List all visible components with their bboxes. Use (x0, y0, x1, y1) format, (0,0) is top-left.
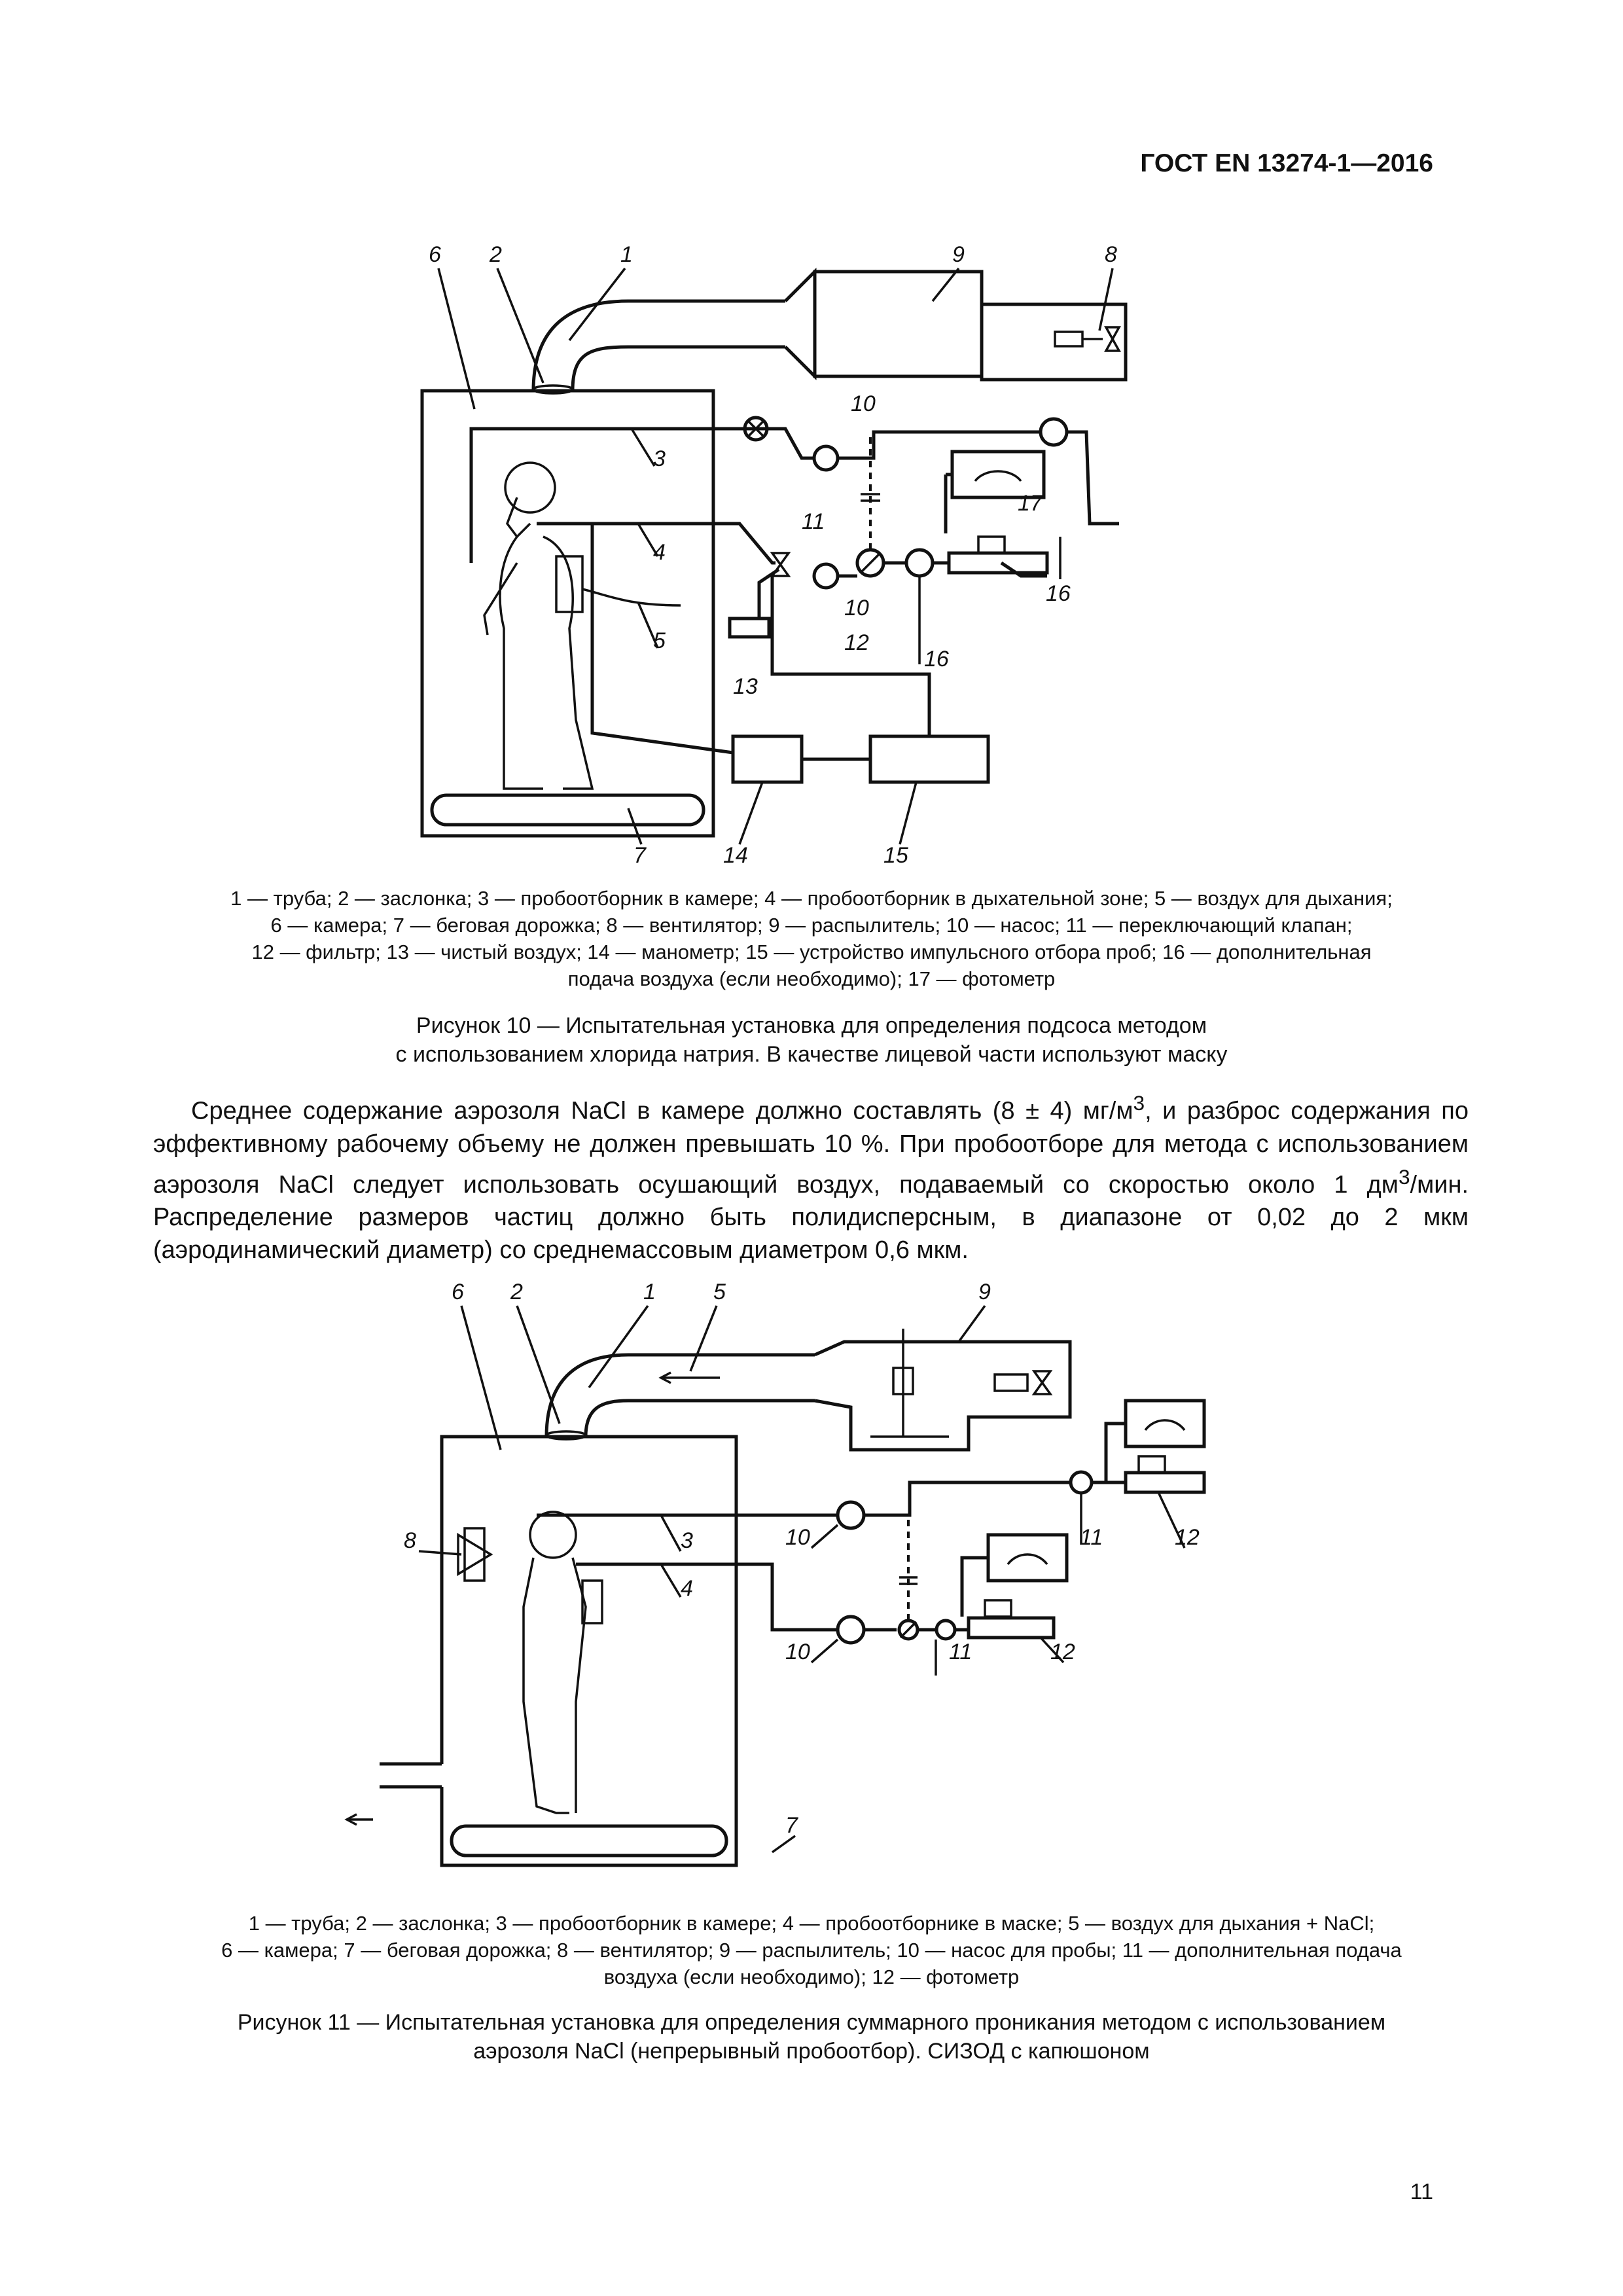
fig10-callout-9: 9 (952, 242, 965, 267)
fig11-legend-line: 1 — труба; 2 — заслонка; 3 — пробоотборн… (248, 1912, 1375, 1935)
fig11-callout-6: 6 (452, 1280, 464, 1304)
fig10-callout-12: 12 (844, 630, 869, 655)
fig10-callout-4: 4 (653, 540, 666, 565)
fig11-callout-7: 7 (785, 1813, 798, 1838)
fig11-callout-2: 2 (510, 1280, 523, 1304)
fig10-callout-7: 7 (633, 843, 647, 868)
paragraph-text-c: /мин. Распределение размеров частиц долж… (153, 1171, 1469, 1265)
superscript: 3 (1133, 1091, 1145, 1115)
fig10-callout-17: 17 (1018, 491, 1043, 516)
fig10-callout-3: 3 (653, 446, 666, 471)
document-header: ГОСТ EN 13274-1—2016 (1140, 149, 1433, 177)
fig10-caption-line1: Рисунок 10 — Испытательная установка для… (416, 1013, 1207, 1038)
fig10-caption-line2: с использованием хлорида натрия. В качес… (395, 1042, 1228, 1067)
fig10-callout-1: 1 (620, 242, 633, 267)
fig10-callout-11: 11 (802, 509, 825, 534)
fig10-callout-5: 5 (653, 628, 666, 653)
fig10-callout-10b: 10 (844, 596, 869, 620)
fig10-callout-6: 6 (429, 242, 441, 267)
figure-11-caption: Рисунок 11 — Испытательная установка для… (98, 2008, 1525, 2066)
fig11-caption-line2: аэрозоля NaCl (непрерывный пробоотбор). … (473, 2039, 1150, 2064)
fig11-callout-12a: 12 (1175, 1525, 1200, 1550)
fig11-callout-12b: 12 (1050, 1640, 1075, 1664)
fig10-legend-line: 1 — труба; 2 — заслонка; 3 — пробоотборн… (230, 887, 1393, 910)
fig11-callout-1: 1 (643, 1280, 656, 1304)
fig11-callout-9: 9 (978, 1280, 991, 1304)
fig10-legend-line: 12 — фильтр; 13 — чистый воздух; 14 — ма… (251, 941, 1372, 963)
fig11-callout-4: 4 (681, 1576, 693, 1601)
fig11-legend-line: 6 — камера; 7 — беговая дорожка; 8 — вен… (221, 1939, 1402, 1962)
figure-11-diagram: 6 2 1 5 9 8 3 10 11 12 4 10 11 12 7 (0, 1276, 1623, 1911)
fig10-callout-15: 15 (883, 843, 908, 868)
fig10-legend-line: 6 — камера; 7 — беговая дорожка; 8 — вен… (270, 914, 1353, 937)
fig10-callout-13: 13 (733, 674, 758, 699)
figure-10-legend: 1 — труба; 2 — заслонка; 3 — пробоотборн… (98, 885, 1525, 992)
page-number: 11 (1410, 2179, 1433, 2204)
fig11-callout-10b: 10 (785, 1640, 810, 1664)
fig11-callout-8: 8 (404, 1528, 416, 1553)
fig10-callout-16b: 16 (924, 647, 949, 672)
fig10-legend-line: подача воздуха (если необходимо); 17 — ф… (567, 967, 1056, 990)
figure-11-legend: 1 — труба; 2 — заслонка; 3 — пробоотборн… (98, 1910, 1525, 1990)
body-paragraph: Среднее содержание аэрозоля NaCl в камер… (153, 1086, 1469, 1266)
fig10-callout-2: 2 (489, 242, 502, 267)
fig11-callout-3: 3 (681, 1528, 693, 1553)
fig11-callout-11b: 11 (949, 1640, 972, 1664)
figure-10-caption: Рисунок 10 — Испытательная установка для… (98, 1011, 1525, 1069)
fig10-callout-14: 14 (723, 843, 748, 868)
fig10-callout-16a: 16 (1046, 581, 1071, 606)
superscript: 3 (1398, 1164, 1410, 1189)
fig11-callout-5: 5 (713, 1280, 726, 1304)
fig11-callout-11a: 11 (1080, 1525, 1103, 1550)
fig10-callout-8: 8 (1105, 242, 1117, 267)
paragraph-text-a: Среднее содержание аэрозоля NaCl в камер… (191, 1097, 1133, 1125)
fig11-callout-10a: 10 (785, 1525, 810, 1550)
paragraph-text-b: , и разброс содержания по эффективному р… (153, 1097, 1469, 1199)
fig11-legend-line: воздуха (если необходимо); 12 — фотометр (603, 1965, 1020, 1988)
fig11-caption-line1: Рисунок 11 — Испытательная установка для… (237, 2010, 1386, 2035)
figure-10-diagram: 6 2 1 9 8 10 3 17 11 4 10 16 5 12 16 13 … (0, 236, 1623, 877)
fig10-callout-10a: 10 (851, 391, 876, 416)
